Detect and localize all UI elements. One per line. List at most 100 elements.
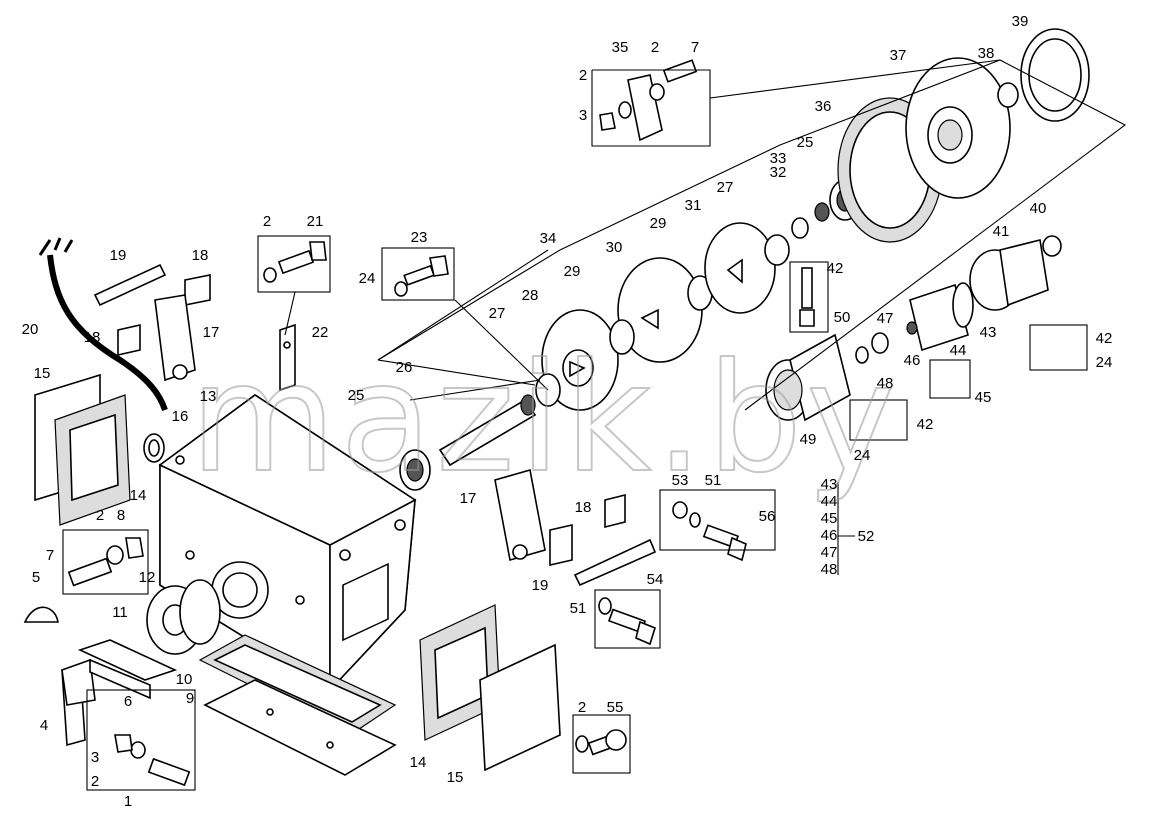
callout-label-38: 38 [978,45,995,62]
callout-label-17: 17 [460,490,477,507]
callout-label-40: 40 [1030,200,1047,217]
callout-label-22: 22 [312,324,329,341]
bracket-22 [279,323,296,392]
callout-label-56: 56 [759,508,776,525]
gasket-39 [1020,28,1090,122]
callout-label-2: 2 [263,213,271,230]
bolt-1 [114,734,191,787]
callout-label-39: 39 [1012,13,1029,30]
callout-label-50: 50 [834,309,851,326]
seal-16 [143,433,165,463]
callout-label-4: 4 [40,717,48,734]
motor-43 [909,282,974,352]
callout-label-49: 49 [800,431,817,448]
callout-label-37: 37 [890,47,907,64]
terminal-strip-19-right [549,493,657,587]
callout-label-2: 2 [578,699,586,716]
watermark: mazik.by [190,332,899,506]
callout-label-32: 32 [770,164,787,181]
callout-label-51: 51 [705,472,722,489]
callout-label-27: 27 [489,305,506,322]
callout-label-20: 20 [22,321,39,338]
callout-label-25: 25 [797,134,814,151]
bar-6 [77,639,178,700]
callout-label-10: 10 [176,671,193,688]
key-5 [23,606,59,623]
callout-label-15: 15 [34,365,51,382]
callout-label-54: 54 [647,571,664,588]
bolt-21 [263,241,327,283]
callout-label-42: 42 [1096,330,1113,347]
bolt-55 [575,729,627,756]
group-52-item: 45 [821,510,838,527]
sleeve-49 [765,333,851,422]
callout-label-3: 3 [579,107,587,124]
callout-label-21: 21 [307,213,324,230]
callout-label-46: 46 [904,352,921,369]
flange-11 [146,579,221,655]
callout-label-12: 12 [139,569,156,586]
group-52-item: 47 [821,544,838,561]
housing-body [158,394,417,693]
callout-label-9: 9 [186,690,194,707]
callout-label-25: 25 [348,387,365,404]
callout-label-19: 19 [532,577,549,594]
callout-label-53: 53 [672,472,689,489]
callout-label-24: 24 [854,447,871,464]
callout-label-19: 19 [110,247,127,264]
clip-35 [599,59,698,142]
callout-label-35: 35 [612,39,629,56]
callout-label-6: 6 [124,693,132,710]
callout-label-30: 30 [606,239,623,256]
callout-label-24: 24 [359,270,376,287]
callout-label-5: 5 [32,569,40,586]
switch-17-left [154,294,196,382]
callout-label-33: 33 [770,150,787,167]
cover-plate-bottom [419,604,561,772]
washers-46-47-48 [855,321,918,364]
callout-label-42: 42 [917,416,934,433]
callout-label-11: 11 [112,604,128,621]
callout-label-47: 47 [877,310,894,327]
cover-37 [905,57,1011,199]
terminal-strip-19-left [93,263,211,357]
nut-40 [1042,235,1062,257]
bolt-56 [672,501,747,562]
callout-label-14: 14 [130,487,147,504]
bolt-54 [598,597,656,646]
callout-label-18: 18 [575,499,592,516]
group-52-item: 43 [821,476,838,493]
leader-lines [284,59,1127,575]
group-52-item: 48 [821,561,838,578]
washer-27 [535,234,790,407]
callout-label-3: 3 [91,749,99,766]
callout-label-7: 7 [46,547,54,564]
callout-label-31: 31 [685,197,702,214]
callout-label-52: 52 [858,528,875,545]
callout-label-36: 36 [815,98,832,115]
callout-label-28: 28 [522,287,539,304]
callout-label-2: 2 [651,39,659,56]
callout-label-24: 24 [1096,354,1113,371]
callout-label-29: 29 [650,215,667,232]
callout-label-48: 48 [877,375,894,392]
callout-label-8: 8 [117,507,125,524]
ring-29 [609,275,713,355]
callout-label-23: 23 [411,229,428,246]
callout-label-34: 34 [540,230,557,247]
cover-plate-left [34,373,131,526]
bracket-4 [61,658,96,747]
callout-label-1: 1 [124,793,132,810]
group-52-item: 44 [821,493,838,510]
callout-label-51: 51 [570,600,587,617]
callout-label-16: 16 [172,408,189,425]
bolt-23 [394,255,449,297]
cam-28 [541,309,619,411]
callout-label-2: 2 [579,67,587,84]
callout-label-18: 18 [192,247,209,264]
callout-boxes [62,59,1088,791]
